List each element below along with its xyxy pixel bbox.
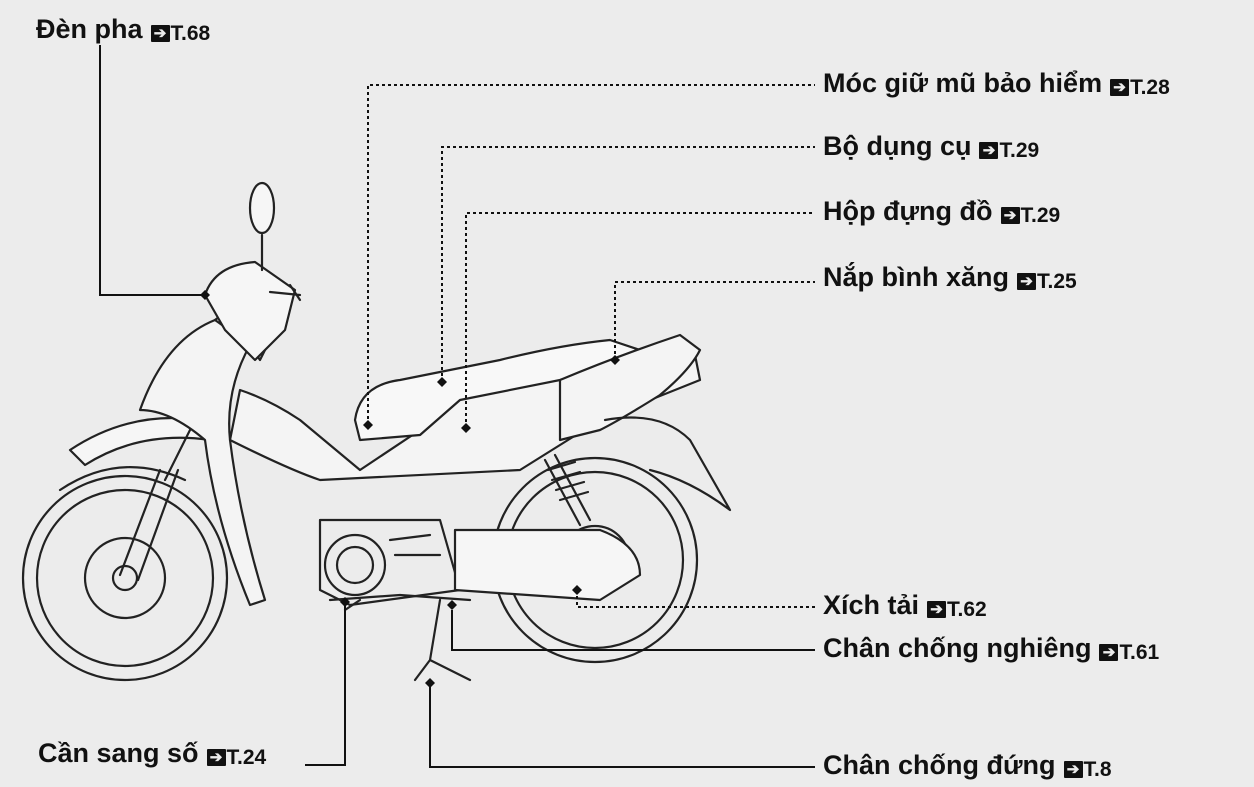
label-gear-lever: Cần sang số ➔T.24 <box>38 740 266 768</box>
page-ref[interactable]: ➔T.61 <box>1099 642 1159 663</box>
page-ref[interactable]: ➔T.28 <box>1110 77 1170 98</box>
page-ref[interactable]: ➔T.29 <box>1001 205 1061 226</box>
label-fuel-cap: Nắp bình xăng ➔T.25 <box>823 264 1077 292</box>
leader-side-stand <box>452 610 815 650</box>
arrow-right-icon: ➔ <box>1110 79 1129 96</box>
arrow-right-icon: ➔ <box>927 601 946 618</box>
front-wheel <box>23 467 227 680</box>
label-text: Móc giữ mũ bảo hiểm <box>823 68 1102 98</box>
label-text: Xích tải <box>823 590 919 620</box>
label-tool-kit: Bộ dụng cụ ➔T.29 <box>823 133 1039 161</box>
label-text: Cần sang số <box>38 738 199 768</box>
label-text: Chân chống nghiêng <box>823 633 1091 663</box>
label-headlight: Đèn pha ➔T.68 <box>36 16 210 44</box>
page-ref[interactable]: ➔T.24 <box>207 747 267 768</box>
page-ref[interactable]: ➔T.8 <box>1064 759 1112 780</box>
arrow-right-icon: ➔ <box>207 749 226 766</box>
label-text: Hộp đựng đồ <box>823 196 993 226</box>
chain-cover <box>455 530 640 600</box>
leader-gear-lever <box>305 602 345 765</box>
label-helmet-hook: Móc giữ mũ bảo hiểm ➔T.28 <box>823 70 1170 98</box>
label-text: Đèn pha <box>36 14 143 44</box>
leader-main-stand <box>430 683 815 767</box>
shock-absorber <box>545 455 590 525</box>
arrow-right-icon: ➔ <box>979 142 998 159</box>
leader-headlight <box>100 45 205 295</box>
label-side-stand: Chân chống nghiêng ➔T.61 <box>823 635 1159 663</box>
arrow-right-icon: ➔ <box>151 25 170 42</box>
label-drive-chain: Xích tải ➔T.62 <box>823 592 987 620</box>
arrow-right-icon: ➔ <box>1064 761 1083 778</box>
marker-side-stand <box>447 600 457 610</box>
front-body <box>140 320 265 605</box>
arrow-right-icon: ➔ <box>1099 644 1118 661</box>
page-ref[interactable]: ➔T.62 <box>927 599 987 620</box>
arrow-right-icon: ➔ <box>1001 207 1020 224</box>
engine <box>320 520 460 605</box>
label-text: Nắp bình xăng <box>823 262 1009 292</box>
label-text: Chân chống đứng <box>823 750 1056 780</box>
label-main-stand: Chân chống đứng ➔T.8 <box>823 752 1112 780</box>
label-text: Bộ dụng cụ <box>823 131 971 161</box>
arrow-right-icon: ➔ <box>1017 273 1036 290</box>
page-ref[interactable]: ➔T.29 <box>979 140 1039 161</box>
label-storage-box: Hộp đựng đồ ➔T.29 <box>823 198 1060 226</box>
stand-assembly <box>330 595 470 680</box>
page-ref[interactable]: ➔T.68 <box>151 23 211 44</box>
page-ref[interactable]: ➔T.25 <box>1017 271 1077 292</box>
marker-main-stand <box>425 678 435 688</box>
